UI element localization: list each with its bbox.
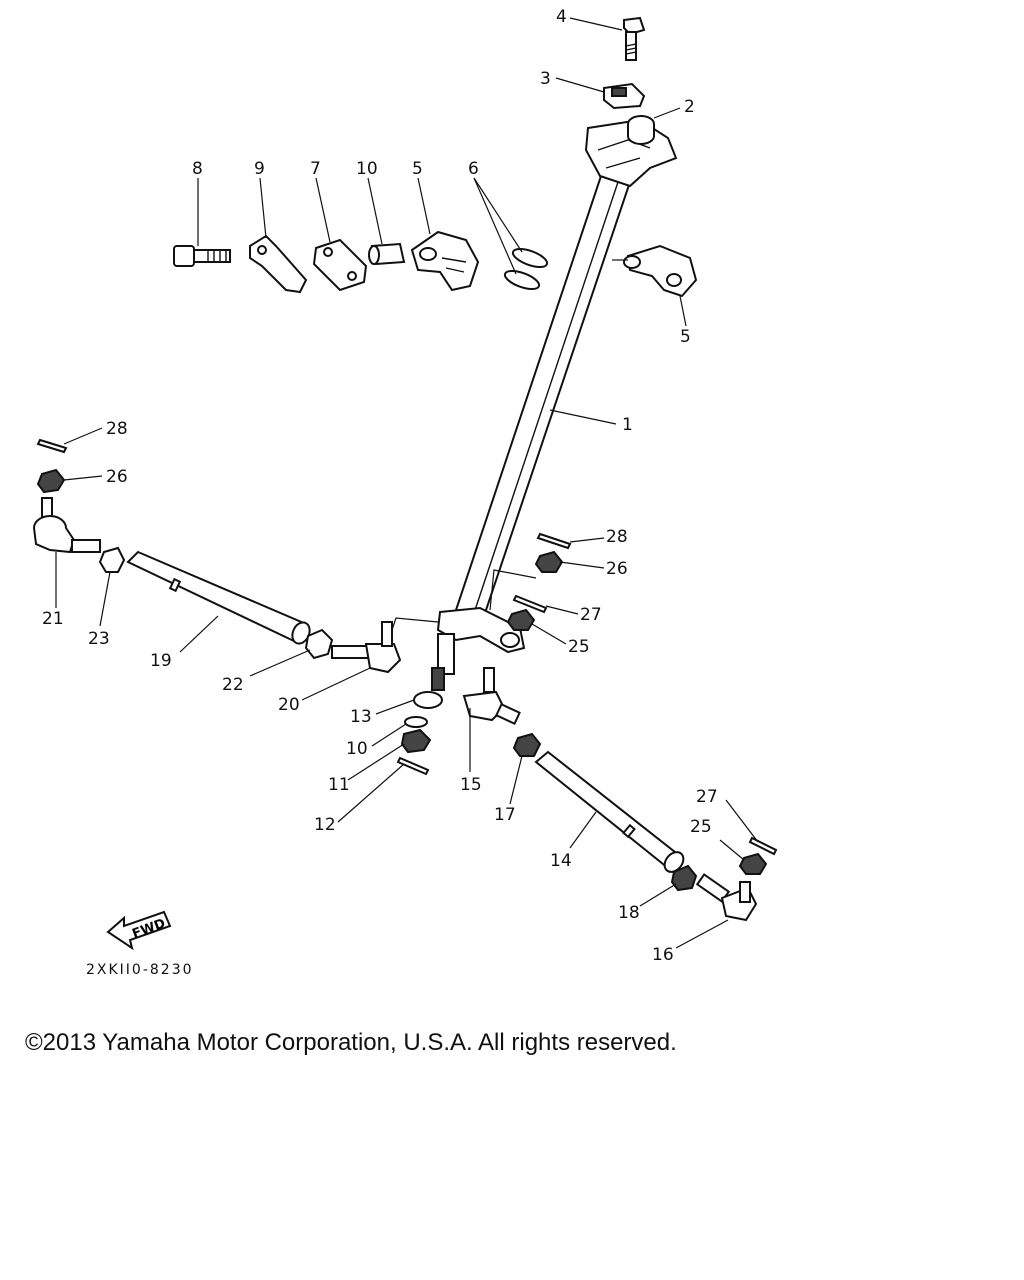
forward-direction-arrow: FWD xyxy=(106,910,172,951)
callout-8: 8 xyxy=(192,159,203,179)
tie-rod-20 xyxy=(126,550,311,645)
washer-11 xyxy=(404,716,428,728)
callout-7: 7 xyxy=(310,159,321,179)
callout-14: 13 xyxy=(350,707,372,727)
locknut-24 xyxy=(98,546,126,573)
copyright-notice: ©2013 Yamaha Motor Corporation, U.S.A. A… xyxy=(25,1029,677,1056)
callout-2: 2 xyxy=(684,97,695,117)
callout-23: 22 xyxy=(222,675,244,695)
callout-27-lower: 27 xyxy=(696,787,718,807)
callout-9: 9 xyxy=(254,159,265,179)
callout-22: 21 xyxy=(42,609,64,629)
nut-right-lower-25 xyxy=(738,852,768,875)
callout-13: 12 xyxy=(314,815,336,835)
callout-10: 10 xyxy=(356,159,378,179)
callout-4: 4 xyxy=(556,7,567,27)
washer-14 xyxy=(413,691,443,709)
callout-12: 11 xyxy=(328,775,350,795)
bushing-part-2 xyxy=(627,115,655,145)
callout-11: 10 xyxy=(346,739,368,759)
callout-21: 20 xyxy=(278,695,300,715)
callout-16: 15 xyxy=(460,775,482,795)
locknut-19 xyxy=(670,864,698,892)
callouts: 4 3 2 8 9 7 10 5 6 5 1 28 26 28 26 27 25… xyxy=(42,7,718,965)
callout-25-upper: 25 xyxy=(568,637,590,657)
bracket-part-9 xyxy=(249,234,308,294)
bolt-part-8 xyxy=(173,245,231,267)
callout-27-upper: 27 xyxy=(580,605,602,625)
shims-part-6 xyxy=(503,247,549,291)
drawing-code: 2XKII0-8230 xyxy=(86,962,194,978)
cotter-pin-13 xyxy=(396,756,430,776)
callout-18: 17 xyxy=(494,805,516,825)
callout-6: 6 xyxy=(468,159,479,179)
steering-exploded-diagram: FWD xyxy=(32,7,778,965)
callout-5-right: 5 xyxy=(680,327,691,347)
plate-part-7 xyxy=(312,238,368,292)
tie-rod-end-22 xyxy=(32,497,101,554)
cotter-pin-right-28 xyxy=(536,532,572,550)
tie-rod-end-17 xyxy=(695,873,758,922)
callout-25-lower: 25 xyxy=(690,817,712,837)
cotter-pin-left-28 xyxy=(36,438,68,454)
callout-1: 1 xyxy=(622,415,633,435)
nut-right-25 xyxy=(506,608,536,631)
callout-28-right: 28 xyxy=(606,527,628,547)
callout-17: 16 xyxy=(652,945,674,965)
clamp-part-5-left xyxy=(410,230,480,292)
collar-part-10 xyxy=(368,242,406,266)
nut-left-26 xyxy=(36,468,66,494)
steering-shaft xyxy=(431,118,678,691)
nut-12 xyxy=(400,728,432,754)
nut-right-26 xyxy=(534,550,564,573)
callout-15: 14 xyxy=(550,851,572,871)
callout-20: 19 xyxy=(150,651,172,671)
cotter-pin-right-27 xyxy=(512,594,548,614)
bolt-part-4 xyxy=(623,16,646,61)
tie-rod-end-21 xyxy=(331,621,402,674)
upper-clamp-part-3 xyxy=(603,82,646,110)
callout-26-right: 26 xyxy=(606,559,628,579)
callout-19: 18 xyxy=(618,903,640,923)
callout-26-left: 26 xyxy=(106,467,128,487)
callout-5-left: 5 xyxy=(412,159,423,179)
callout-28-left: 28 xyxy=(106,419,128,439)
clamp-part-5-right xyxy=(623,244,698,298)
locknut-18 xyxy=(512,732,542,757)
tie-rod-15 xyxy=(534,750,685,873)
callout-24: 23 xyxy=(88,629,110,649)
locknut-23 xyxy=(304,628,334,660)
tie-rod-end-16 xyxy=(462,667,521,725)
leader-lines xyxy=(55,17,759,949)
cotter-pin-right-lower-27 xyxy=(748,836,778,856)
callout-3: 3 xyxy=(540,69,551,89)
